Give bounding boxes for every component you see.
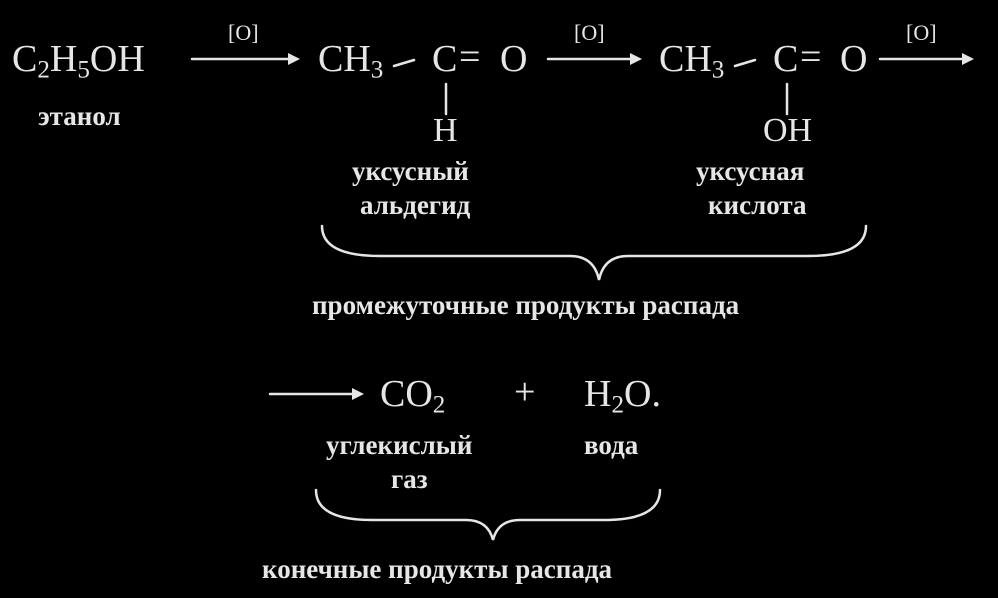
bond-ch3-c-aldehyde — [392, 58, 416, 68]
acetaldehyde-name-line1: уксусный — [352, 156, 469, 186]
co2-name-line1: углекислый — [326, 430, 473, 460]
acetic-acid-name-line2: кислота — [708, 190, 807, 220]
co2-name-line2: газ — [391, 464, 428, 494]
acetaldehyde-carbon: C — [432, 38, 458, 80]
oxidant-label-1: [O] — [228, 20, 259, 45]
reaction-arrow-4 — [268, 388, 364, 400]
co2-formula: CO2 — [380, 373, 446, 419]
intermediate-products-label: промежуточные продукты распада — [312, 290, 740, 320]
brace-final — [314, 488, 662, 541]
acetic-acid-double-bond: = — [800, 36, 822, 78]
acetaldehyde-double-bond: = — [459, 36, 481, 78]
reaction-arrow-3 — [878, 53, 974, 65]
ethanol-name: этанол — [38, 101, 121, 131]
brace-intermediate — [320, 224, 868, 281]
acetic-acid-hydroxyl: OH — [763, 112, 813, 149]
final-products-label: конечные продукты распада — [262, 554, 612, 584]
oxidant-label-3: [O] — [906, 20, 937, 45]
acetic-acid-oxygen: O — [840, 38, 868, 80]
acetic-acid-ch3: CH3 — [659, 38, 725, 84]
water-formula: H2O. — [584, 373, 661, 419]
reaction-arrow-2 — [546, 53, 642, 65]
acetaldehyde-name-line2: альдегид — [360, 190, 471, 220]
oxidant-label-2: [O] — [574, 20, 605, 45]
acetaldehyde-oxygen: O — [500, 38, 528, 80]
acetaldehyde-ch3: CH3 — [318, 38, 384, 84]
bond-ch3-c-acid — [733, 58, 757, 68]
acetaldehyde-hydrogen: H — [433, 112, 458, 149]
acetic-acid-name-line1: уксусная — [696, 156, 805, 186]
plus-sign: + — [514, 371, 536, 413]
reaction-arrow-1 — [190, 53, 300, 65]
acetic-acid-carbon: C — [773, 38, 799, 80]
water-name: вода — [584, 430, 639, 460]
ethanol-formula: C2H5OH — [12, 38, 145, 84]
